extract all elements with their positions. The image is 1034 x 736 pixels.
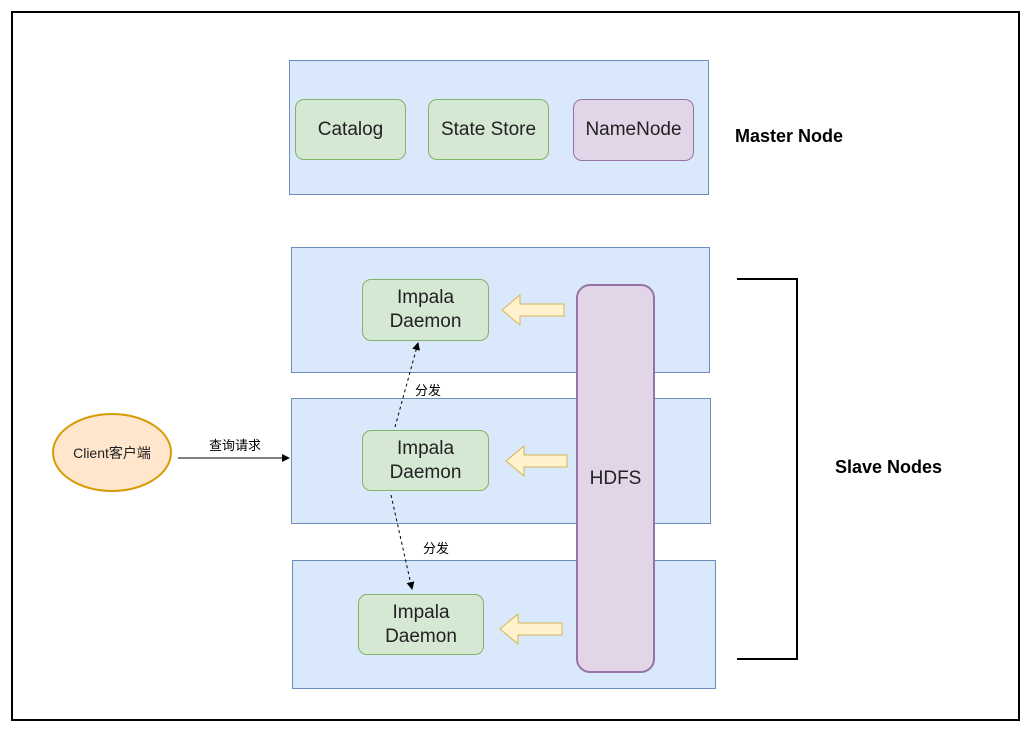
impala-daemon-3-line2: Daemon bbox=[385, 625, 457, 647]
impala-daemon-2: Impala Daemon bbox=[362, 430, 489, 491]
hdfs-label: HDFS bbox=[589, 467, 642, 489]
impala-daemon-3-line1: Impala bbox=[392, 601, 450, 623]
state-store-label: State Store bbox=[440, 118, 537, 140]
master-node-title: Master Node bbox=[735, 126, 844, 146]
catalog-box: Catalog bbox=[295, 99, 406, 160]
hdfs-box: HDFS bbox=[576, 284, 655, 673]
client-ellipse: Client客户端 bbox=[52, 413, 172, 492]
diagram-frame bbox=[11, 11, 1020, 721]
dispatch-arrow-down bbox=[390, 494, 415, 590]
slave-nodes-bracket bbox=[737, 278, 798, 660]
impala-daemon-2-line2: Daemon bbox=[389, 461, 462, 483]
catalog-label: Catalog bbox=[317, 118, 384, 140]
dispatch-arrow-up bbox=[394, 342, 421, 428]
impala-daemon-1-line1: Impala bbox=[396, 287, 455, 308]
client-label: Client客户端 bbox=[73, 444, 151, 461]
hdfs-arrow-1 bbox=[501, 293, 565, 327]
request-label: 查询请求 bbox=[209, 438, 262, 453]
impala-daemon-3: Impala Daemon bbox=[358, 594, 484, 655]
hdfs-arrow-2 bbox=[505, 444, 568, 478]
slave-nodes-title: Slave Nodes bbox=[835, 457, 943, 477]
dispatch-label-2: 分发 bbox=[423, 541, 450, 556]
impala-daemon-2-line1: Impala bbox=[396, 437, 455, 459]
namenode-label: NameNode bbox=[585, 119, 682, 140]
dispatch-label-1: 分发 bbox=[415, 383, 442, 398]
namenode-box: NameNode bbox=[573, 99, 694, 161]
impala-daemon-1-line2: Daemon bbox=[389, 311, 462, 332]
impala-daemon-1: Impala Daemon bbox=[362, 279, 489, 341]
hdfs-arrow-3 bbox=[499, 612, 563, 646]
state-store-box: State Store bbox=[428, 99, 549, 160]
